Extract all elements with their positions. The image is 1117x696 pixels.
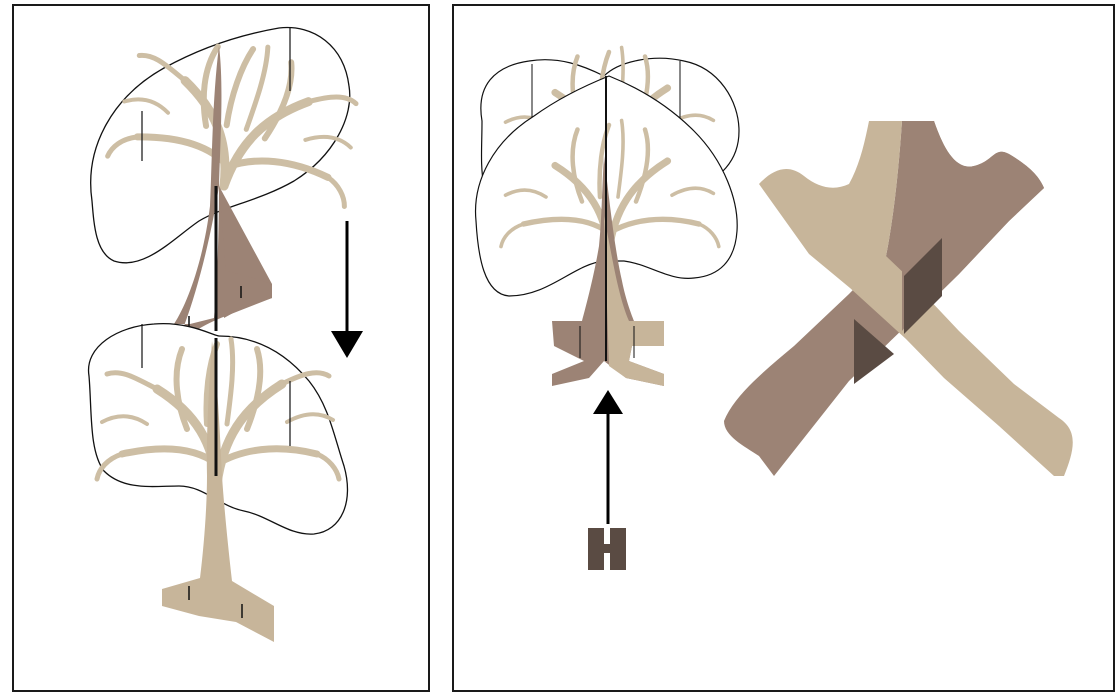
h-clip-icon <box>588 528 626 570</box>
arrow-up-icon <box>593 390 623 524</box>
right-panel <box>452 4 1115 692</box>
top-tree <box>91 19 374 358</box>
left-panel-drawing <box>14 6 432 694</box>
bottom-tree <box>89 324 348 642</box>
left-panel <box>12 4 430 692</box>
base-detail-x <box>724 121 1073 476</box>
assembled-tree <box>476 47 739 386</box>
arrow-down-icon <box>331 221 363 358</box>
right-panel-drawing <box>454 6 1117 694</box>
